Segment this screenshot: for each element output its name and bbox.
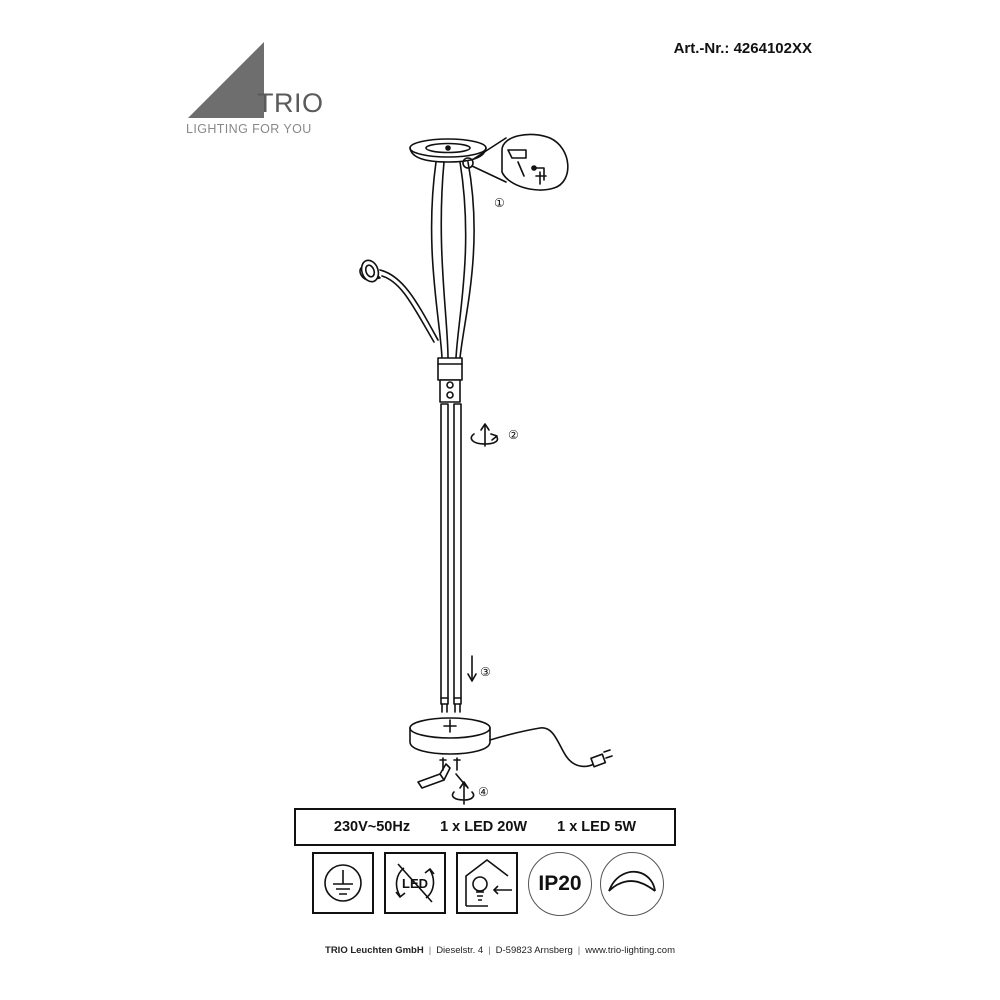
spec-box: 230V~50Hz 1 x LED 20W 1 x LED 5W [294, 808, 676, 846]
lamp-arms [430, 161, 475, 359]
brand-logo: TRIO LIGHTING FOR YOU [186, 40, 336, 140]
brand-name: TRIO [257, 88, 324, 118]
reading-light [359, 259, 439, 343]
upper-poles [440, 403, 462, 705]
indoor-use-icon [456, 852, 518, 914]
brand-tagline: LIGHTING FOR YOU [186, 122, 312, 136]
power-cable [489, 727, 613, 768]
ip-prefix: IP [538, 872, 559, 895]
uplight-dish [409, 138, 487, 163]
led-not-replaceable-icon: LED [384, 852, 446, 914]
step-2-label: ② [508, 428, 519, 442]
step-3-label: ③ [480, 665, 491, 679]
switch-housing [437, 357, 463, 403]
rotate-arrow-2 [470, 423, 499, 447]
ip-value: 20 [558, 872, 582, 895]
step-4-label: ④ [478, 785, 489, 799]
step-1-label: ① [494, 196, 505, 210]
footer-web: www.trio-lighting.com [585, 945, 675, 956]
led-reading-spec: 1 x LED 5W [557, 819, 637, 835]
led-main-spec: 1 x LED 20W [440, 819, 528, 835]
dimmer-icon [600, 852, 664, 916]
detail-bubble-1 [462, 133, 569, 191]
rotate-arrow-4 [451, 781, 475, 805]
base-screws [439, 757, 467, 787]
footer-address: TRIO Leuchten GmbH|Dieselstr. 4|D-59823 … [325, 945, 675, 956]
footer-city: D-59823 Arnsberg [495, 945, 573, 956]
voltage-spec: 230V~50Hz [333, 819, 411, 835]
lamp-base [409, 717, 491, 755]
led-icon-text: LED [402, 876, 428, 891]
pole-joints [440, 697, 462, 713]
allen-wrench-icon [417, 763, 451, 789]
footer-company: TRIO Leuchten GmbH [325, 945, 424, 956]
protective-earth-icon [312, 852, 374, 914]
article-number: Art.-Nr.: 4264102XX [673, 40, 812, 57]
logo-triangle-icon [188, 42, 264, 118]
footer-street: Dieselstr. 4 [436, 945, 484, 956]
assembly-drawing: ② ① ③ ④ [359, 133, 613, 805]
insert-arrow-3 [467, 655, 477, 682]
